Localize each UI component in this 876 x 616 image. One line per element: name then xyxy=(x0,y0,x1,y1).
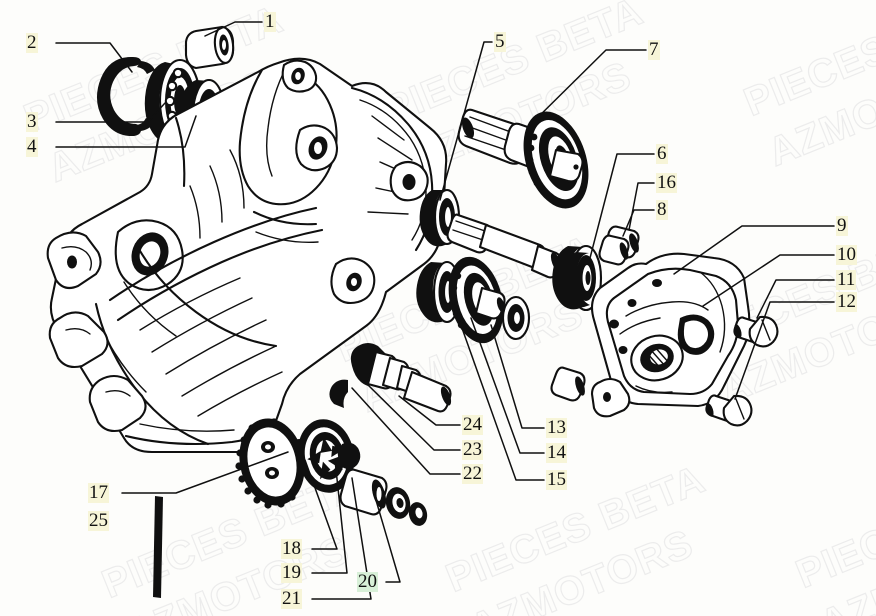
part-20-seal-cap xyxy=(408,502,428,526)
callout-label-1[interactable]: 1 xyxy=(264,11,276,32)
callout-label-19[interactable]: 19 xyxy=(281,562,302,583)
callout-label-17[interactable]: 17 xyxy=(88,482,109,503)
part-25-drive-rod xyxy=(153,496,163,598)
callout-label-11[interactable]: 11 xyxy=(836,269,857,290)
callout-label-23[interactable]: 23 xyxy=(462,439,483,460)
dowel-pin-lower xyxy=(550,366,586,402)
callout-label-21[interactable]: 21 xyxy=(281,588,302,609)
callout-label-4[interactable]: 4 xyxy=(26,136,38,157)
callout-label-20[interactable]: 20 xyxy=(357,571,378,592)
part-5-crankcase xyxy=(46,57,448,454)
callout-label-2[interactable]: 2 xyxy=(26,32,38,53)
callout-label-10[interactable]: 10 xyxy=(836,244,857,265)
callout-label-25[interactable]: 25 xyxy=(88,510,109,531)
callout-label-24[interactable]: 24 xyxy=(462,414,483,435)
callout-label-22[interactable]: 22 xyxy=(462,463,483,484)
callout-label-7[interactable]: 7 xyxy=(648,39,660,60)
callout-label-12[interactable]: 12 xyxy=(836,291,857,312)
part-6-oil-seal xyxy=(562,252,590,308)
callout-label-8[interactable]: 8 xyxy=(656,199,668,220)
callout-label-13[interactable]: 13 xyxy=(546,417,567,438)
callout-label-15[interactable]: 15 xyxy=(546,469,567,490)
callout-label-5[interactable]: 5 xyxy=(494,31,506,52)
callout-label-14[interactable]: 14 xyxy=(546,442,567,463)
callout-label-16[interactable]: 16 xyxy=(656,172,677,193)
callout-label-9[interactable]: 9 xyxy=(836,215,848,236)
callout-label-18[interactable]: 18 xyxy=(281,538,302,559)
part-12-cover-screw-long xyxy=(705,394,753,427)
callout-label-6[interactable]: 6 xyxy=(656,143,668,164)
callout-label-3[interactable]: 3 xyxy=(26,111,38,132)
